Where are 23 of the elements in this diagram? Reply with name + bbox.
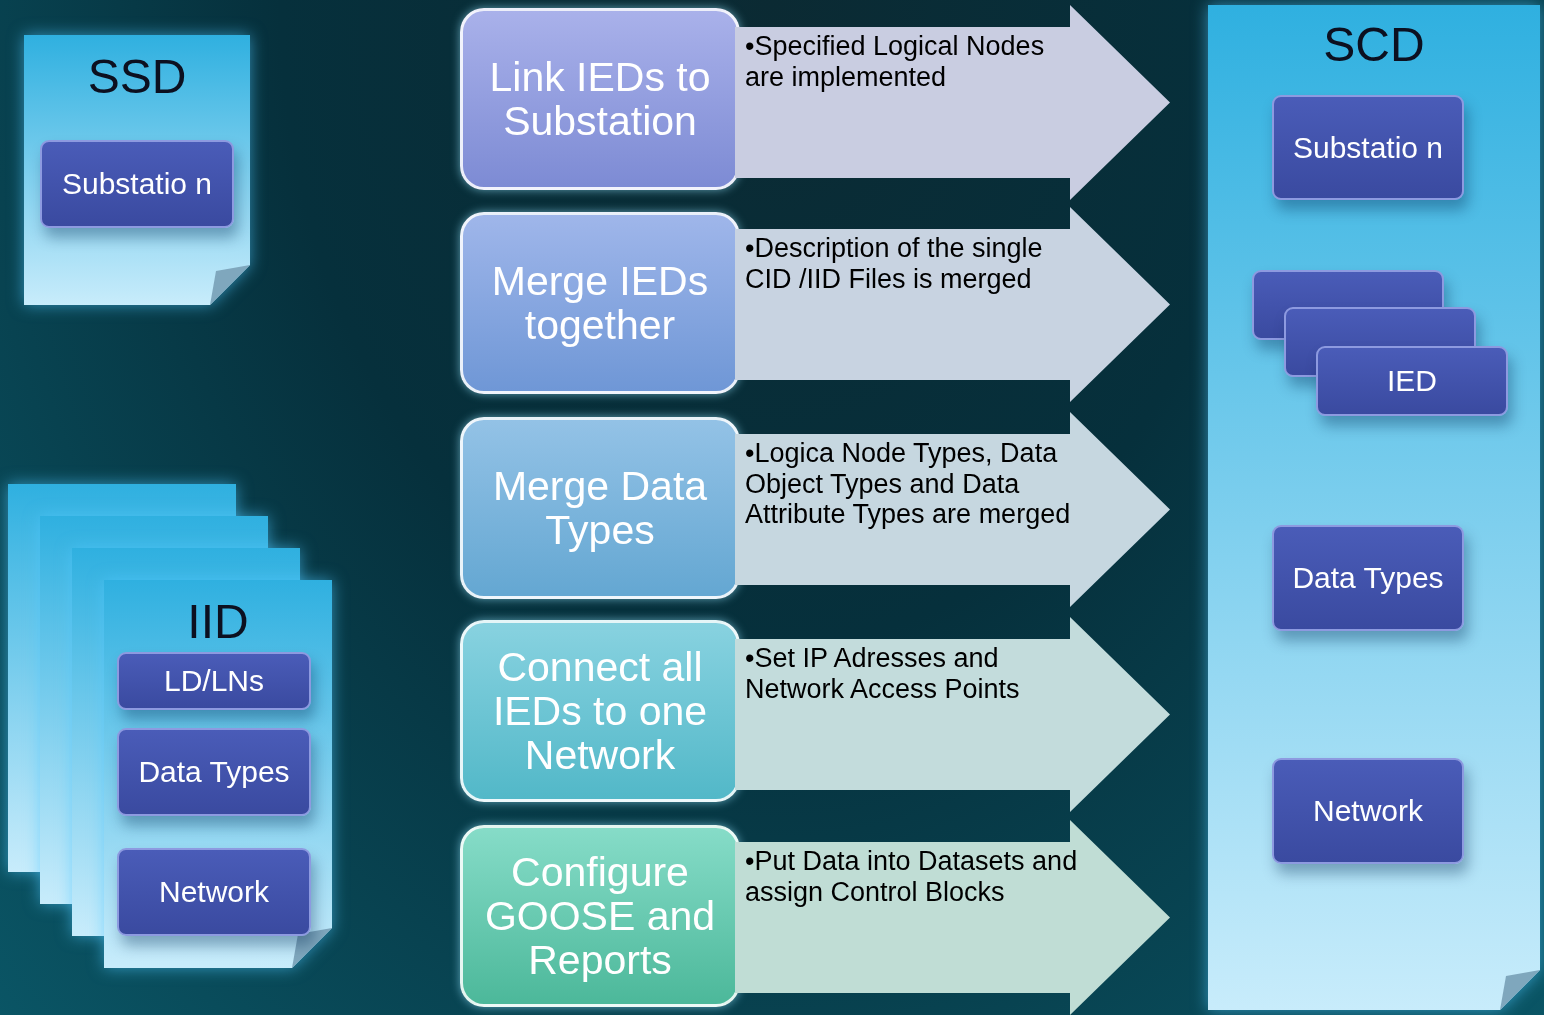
document-title: IID [186, 594, 250, 649]
data-block: Substatio n [1272, 95, 1464, 200]
document-title: SSD [86, 49, 188, 104]
data-block: IED [1316, 346, 1508, 416]
data-block: Data Types [1272, 525, 1464, 631]
arrow-shape: •Set IP Adresses and Network Access Points [735, 617, 1170, 812]
arrow-shape: •Put Data into Datasets and assign Control Blocks [735, 820, 1170, 1015]
step-box: Connect all IEDs to one Network [460, 620, 740, 802]
data-block: LD/LNs [117, 652, 311, 710]
data-block: Network [1272, 758, 1464, 864]
document-card [24, 35, 250, 305]
arrow-shape: •Logica Node Types, Data Object Types and Data Attribute Types are merged [735, 412, 1170, 607]
document-card [1208, 5, 1540, 1010]
arrow-shape: •Description of the single CID /IID Files is merged [735, 207, 1170, 402]
step-box: Configure GOOSE and Reports [460, 825, 740, 1007]
data-block: Substatio n [40, 140, 234, 228]
document-title: SCD [1322, 17, 1426, 72]
arrow-shape: •Specified Logical Nodes are implemented [735, 5, 1170, 200]
step-box: Link IEDs to Substation [460, 8, 740, 190]
step-box: Merge Data Types [460, 417, 740, 599]
data-block: Data Types [117, 728, 311, 816]
data-block: Network [117, 848, 311, 936]
step-box: Merge IEDs together [460, 212, 740, 394]
